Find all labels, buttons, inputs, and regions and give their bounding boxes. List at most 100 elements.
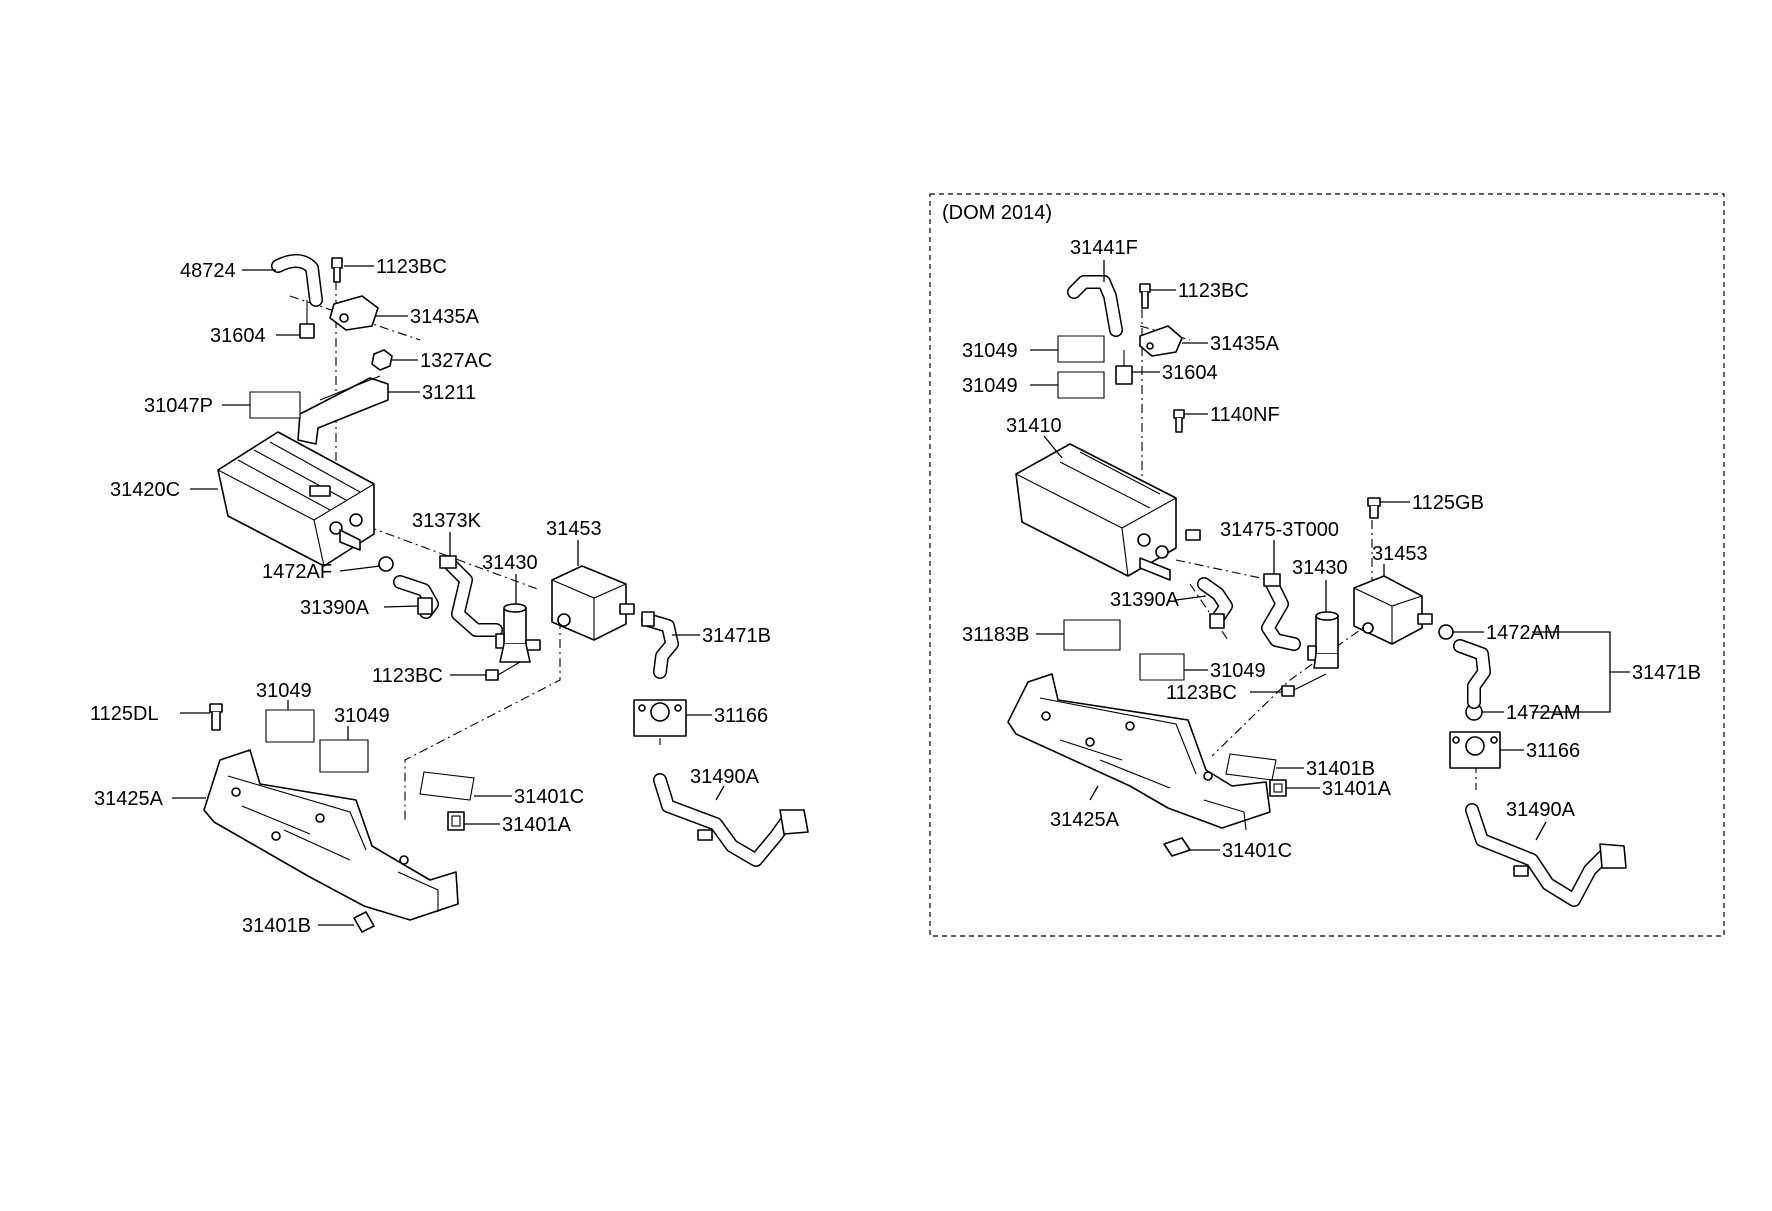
- label-31166-right: 31166: [1526, 740, 1580, 762]
- bracket-31435a[interactable]: [329, 295, 379, 331]
- label-31401a: 31401A: [502, 814, 572, 836]
- connector-31604[interactable]: [299, 300, 315, 339]
- vent-tube-31441f[interactable]: [1067, 275, 1123, 337]
- label-31604: 31604: [210, 325, 266, 347]
- valve-31430-right[interactable]: [1307, 611, 1339, 669]
- label-1125gb: 1125GB: [1412, 492, 1484, 514]
- pad-31401c-right[interactable]: [1163, 837, 1191, 857]
- pad-31401c[interactable]: [419, 771, 475, 801]
- nut-1327ac[interactable]: [371, 349, 393, 371]
- clamp-1472af[interactable]: [378, 556, 394, 572]
- label-31049-a: 31049: [256, 680, 312, 702]
- label-31453-right: 31453: [1372, 543, 1428, 565]
- grommet-31401a-right[interactable]: [1269, 779, 1287, 797]
- hose-31390a[interactable]: [393, 575, 439, 619]
- label-31390a-right: 31390A: [1110, 589, 1180, 611]
- pad-31049-right-b[interactable]: [1057, 371, 1105, 399]
- canister-31420c[interactable]: [217, 431, 375, 567]
- grommet-31401a[interactable]: [447, 811, 465, 831]
- right-assembly: (DOM 2014): [929, 193, 1725, 937]
- label-31430-right: 31430: [1292, 557, 1348, 579]
- label-31425a-right: 31425A: [1050, 809, 1120, 831]
- label-31401c-right: 31401C: [1222, 840, 1292, 862]
- label-31490a-right: 31490A: [1506, 799, 1576, 821]
- label-31401b: 31401B: [242, 915, 311, 937]
- pad-31049-a[interactable]: [265, 709, 315, 743]
- pad-31049-b[interactable]: [319, 739, 369, 773]
- label-48724: 48724: [180, 260, 236, 282]
- label-31049-right-b: 31049: [962, 375, 1018, 397]
- label-1123bc-low-right: 1123BC: [1166, 682, 1237, 704]
- hose-31490a[interactable]: [653, 773, 809, 867]
- vent-tube-48724[interactable]: [271, 254, 323, 307]
- connector-31604-right[interactable]: [1115, 350, 1133, 385]
- label-31401c: 31401C: [514, 786, 584, 808]
- label-1472am-a: 1472AM: [1486, 622, 1561, 644]
- bracket-31211[interactable]: [297, 375, 389, 445]
- label-31047p: 31047P: [144, 395, 213, 417]
- label-31049-b: 31049: [334, 705, 390, 727]
- hose-31390a-right[interactable]: [1197, 577, 1233, 629]
- label-1123bc-low: 1123BC: [372, 665, 443, 687]
- label-31420c: 31420C: [110, 479, 180, 501]
- frame-title: (DOM 2014): [942, 202, 1052, 224]
- filter-31453-right[interactable]: [1353, 575, 1433, 645]
- label-31373k: 31373K: [412, 510, 482, 532]
- label-31475-3t000: 31475-3T000: [1220, 519, 1339, 541]
- hose-31475-3t000[interactable]: [1261, 573, 1301, 651]
- label-31401b-right: 31401B: [1306, 758, 1375, 780]
- filter-31453[interactable]: [551, 565, 635, 641]
- label-31166: 31166: [714, 705, 768, 727]
- bolt-1125dl[interactable]: [209, 703, 223, 731]
- label-31049-right-a: 31049: [962, 340, 1018, 362]
- seal-31166[interactable]: [633, 699, 687, 737]
- label-31390a: 31390A: [300, 597, 370, 619]
- valve-31430[interactable]: [495, 603, 541, 663]
- label-31430: 31430: [482, 552, 538, 574]
- bolt-1123bc-low[interactable]: [485, 661, 521, 681]
- pad-31047p[interactable]: [249, 391, 301, 419]
- tray-31425a[interactable]: [203, 749, 459, 921]
- label-1327ac: 1327AC: [420, 350, 492, 372]
- pad-31049-right-c[interactable]: [1139, 653, 1185, 681]
- pad-31049-right-a[interactable]: [1057, 335, 1105, 363]
- label-31471b-right: 31471B: [1632, 662, 1701, 684]
- label-1125dl: 1125DL: [90, 703, 159, 725]
- label-31425a: 31425A: [94, 788, 164, 810]
- tray-31425a-right[interactable]: [1007, 673, 1271, 831]
- label-31441f: 31441F: [1070, 237, 1138, 259]
- pad-31183b[interactable]: [1063, 619, 1121, 651]
- label-1472am-b: 1472AM: [1506, 702, 1581, 724]
- label-31490a: 31490A: [690, 766, 760, 788]
- bolt-1123bc-top[interactable]: [331, 257, 343, 283]
- bracket-31435a-right[interactable]: [1139, 325, 1183, 357]
- label-31183b: 31183B: [962, 624, 1029, 646]
- hose-31471b[interactable]: [641, 611, 679, 679]
- label-31401a-right: 31401A: [1322, 778, 1392, 800]
- left-assembly: 48724 1123BC 31435A 31604 1327AC 31211 3…: [90, 254, 809, 937]
- pad-31401b-right[interactable]: [1225, 753, 1277, 781]
- bolt-1123bc-low-right[interactable]: [1281, 673, 1327, 697]
- label-31211: 31211: [422, 382, 476, 404]
- hose-31471b-right[interactable]: [1453, 639, 1491, 709]
- label-31435a-right: 31435A: [1210, 333, 1280, 355]
- label-1140nf: 1140NF: [1210, 404, 1280, 426]
- dom-2014-frame: [929, 193, 1725, 937]
- hose-31490a-right[interactable]: [1465, 803, 1627, 907]
- bolt-1140nf[interactable]: [1173, 409, 1185, 433]
- label-1123bc-top-right: 1123BC: [1178, 280, 1249, 302]
- label-1123bc-top: 1123BC: [376, 256, 447, 278]
- label-31604-right: 31604: [1162, 362, 1218, 384]
- pad-31401b[interactable]: [353, 911, 375, 933]
- hose-31373k[interactable]: [439, 555, 503, 637]
- bolt-1123bc-top-right[interactable]: [1139, 283, 1151, 309]
- label-31049-right-c: 31049: [1210, 660, 1266, 682]
- clamp-1472am-a[interactable]: [1438, 624, 1454, 640]
- label-31453: 31453: [546, 518, 602, 540]
- label-31435a: 31435A: [410, 306, 480, 328]
- canister-31410[interactable]: [1015, 443, 1201, 581]
- label-31471b: 31471B: [702, 625, 771, 647]
- seal-31166-right[interactable]: [1449, 731, 1501, 769]
- bolt-1125gb[interactable]: [1367, 497, 1381, 519]
